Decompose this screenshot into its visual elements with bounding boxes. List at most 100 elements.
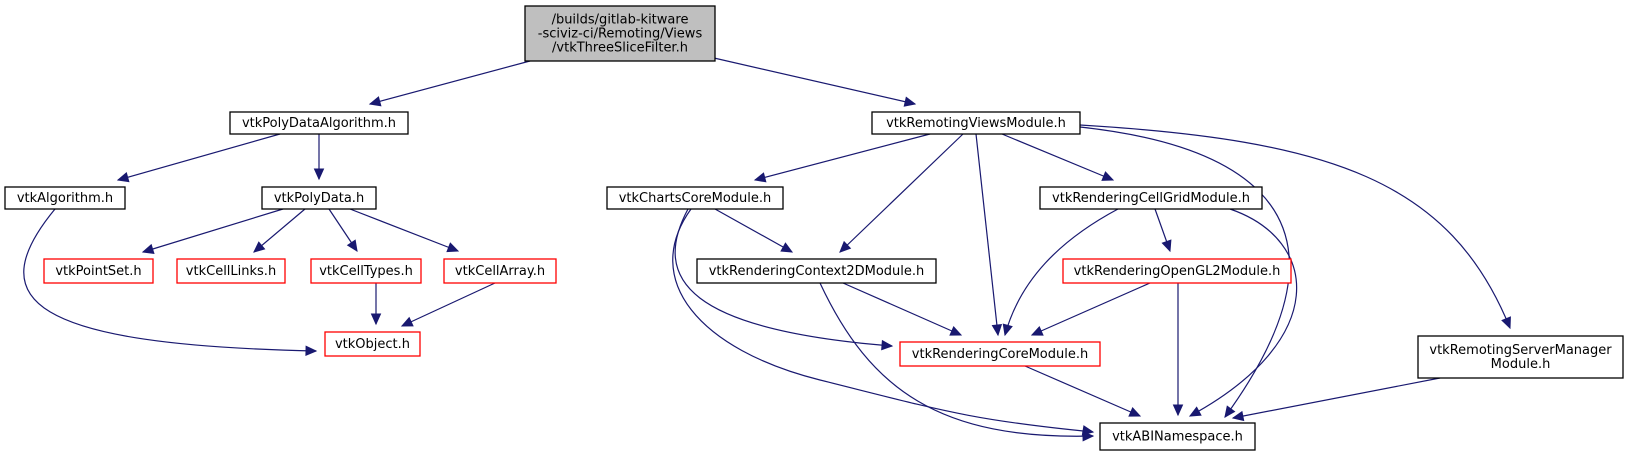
edge-line	[1189, 208, 1298, 417]
node-box	[1062, 258, 1292, 284]
edge-vtkRemotingViewsModule-to-vtkRenderingCoreModule	[975, 133, 1003, 337]
edge-arrowhead	[368, 96, 382, 107]
node-box	[261, 186, 377, 210]
node-vtkCellTypes[interactable]: vtkCellTypes.h	[310, 258, 422, 284]
node-vtkCellArray[interactable]: vtkCellArray.h	[443, 258, 557, 284]
edge-line	[369, 60, 531, 105]
node-label: /vtkThreeSliceFilter.h	[552, 41, 688, 56]
node-vtkPointSet[interactable]: vtkPointSet.h	[43, 258, 154, 284]
node-box	[310, 258, 422, 284]
node-box	[229, 111, 409, 135]
node-vtkCellLinks[interactable]: vtkCellLinks.h	[176, 258, 286, 284]
edge-arrowhead	[1188, 406, 1202, 417]
node-label: vtkAlgorithm.h	[17, 191, 113, 206]
edge-vtkRenderingCoreModule-to-vtkABINamespace	[1024, 365, 1142, 417]
node-box	[324, 331, 421, 357]
node-box	[606, 186, 784, 210]
node-label: vtkCellLinks.h	[186, 264, 276, 279]
edge-vtkRenderingContext2DModule-to-vtkRenderingCoreModule	[842, 282, 963, 336]
edge-vtkPolyData-to-vtkPointSet	[141, 208, 284, 254]
node-label: vtkPointSet.h	[55, 264, 141, 279]
node-box	[696, 258, 937, 284]
edge-vtkCellTypes-to-vtkObject	[370, 283, 382, 326]
edge-line	[142, 208, 284, 253]
node-box	[176, 258, 286, 284]
edge-line	[1232, 377, 1441, 419]
edge-arrowhead	[313, 168, 325, 181]
node-box	[1099, 422, 1256, 451]
edge-vtkPolyDataAlgorithm-to-vtkPolyData	[313, 134, 325, 181]
edge-arrowhead	[370, 313, 382, 326]
node-label: /builds/gitlab-kitware	[552, 13, 689, 28]
node-label: vtkRenderingOpenGL2Module.h	[1074, 264, 1281, 279]
node-vtkObject[interactable]: vtkObject.h	[324, 331, 421, 357]
edge-arrowhead	[116, 172, 130, 183]
node-box	[443, 258, 557, 284]
edge-arrowhead	[1082, 431, 1095, 442]
edge-vtkRenderingCellGridModule-to-vtkRenderingOpenGL2Module	[1154, 208, 1172, 253]
node-vtkRenderingCellGridModule[interactable]: vtkRenderingCellGridModule.h	[1039, 186, 1263, 210]
node-label: vtkRenderingContext2DModule.h	[709, 264, 925, 279]
edge-line	[1024, 365, 1141, 417]
node-vtkRenderingOpenGL2Module[interactable]: vtkRenderingOpenGL2Module.h	[1062, 258, 1292, 284]
edge-arrowhead	[839, 240, 852, 253]
edge-arrowhead	[400, 316, 414, 327]
node-vtkPolyDataAlgorithm[interactable]: vtkPolyDataAlgorithm.h	[229, 111, 409, 135]
edge-arrowhead	[253, 241, 266, 253]
edge-line	[23, 208, 317, 352]
node-box	[524, 5, 716, 62]
edge-arrowhead	[1172, 404, 1184, 417]
edge-root-to-vtkPolyDataAlgorithm	[368, 60, 531, 107]
node-vtkChartsCoreModule[interactable]: vtkChartsCoreModule.h	[606, 186, 784, 210]
node-label: vtkRenderingCellGridModule.h	[1052, 191, 1250, 206]
edge-arrowhead	[1224, 405, 1236, 418]
node-label: vtkRenderingCoreModule.h	[912, 347, 1088, 362]
node-vtkABINamespace[interactable]: vtkABINamespace.h	[1099, 422, 1256, 451]
edge-root-to-vtkRemotingViewsModule	[713, 57, 917, 107]
edge-line	[819, 282, 1094, 437]
edge-vtkRemotingViewsModule-to-vtkRenderingCellGridModule	[1001, 133, 1115, 181]
edge-arrowhead	[1002, 323, 1013, 337]
node-box	[4, 186, 126, 210]
edge-line	[714, 208, 793, 253]
node-box	[1417, 335, 1624, 379]
edge-arrowhead	[949, 325, 963, 336]
edge-vtkRemotingViewsModule-to-vtkChartsCoreModule	[753, 133, 931, 183]
node-vtkRemotingViewsModule[interactable]: vtkRemotingViewsModule.h	[871, 111, 1081, 135]
edge-line	[1031, 282, 1151, 336]
node-vtkAlgorithm[interactable]: vtkAlgorithm.h	[4, 186, 126, 210]
node-label: vtkPolyDataAlgorithm.h	[242, 116, 396, 131]
node-label: vtkChartsCoreModule.h	[619, 191, 772, 206]
edge-vtkRenderingOpenGL2Module-to-vtkRenderingCoreModule	[1030, 282, 1151, 336]
edge-vtkRenderingOpenGL2Module-to-vtkABINamespace	[1172, 283, 1184, 417]
edge-arrowhead	[881, 339, 894, 351]
edge-arrowhead	[780, 242, 794, 253]
edge-line	[1004, 208, 1119, 336]
edge-vtkPolyDataAlgorithm-to-vtkAlgorithm	[116, 133, 281, 183]
node-box	[871, 111, 1081, 135]
edge-vtkPolyData-to-vtkCellArray	[349, 208, 460, 253]
node-box	[899, 341, 1101, 367]
edge-arrowhead	[1231, 410, 1245, 422]
edge-line	[672, 208, 1094, 433]
edge-arrowhead	[991, 323, 1003, 337]
node-label: Module.h	[1491, 357, 1551, 372]
edge-arrowhead	[346, 239, 358, 253]
edge-arrowhead	[446, 242, 460, 253]
edge-arrowhead	[1101, 171, 1115, 181]
edge-vtkRenderingCellGridModule-to-vtkRenderingCoreModule	[1002, 208, 1119, 337]
edge-line	[754, 133, 931, 181]
node-label: vtkRemotingServerManager	[1429, 343, 1612, 358]
edge-line	[401, 282, 496, 327]
edge-line	[713, 57, 916, 105]
node-vtkPolyData[interactable]: vtkPolyData.h	[261, 186, 377, 210]
edges-layer	[23, 57, 1511, 442]
node-root[interactable]: /builds/gitlab-kitware-sciviz-ci/Remotin…	[524, 5, 716, 62]
edge-vtkPolyData-to-vtkCellLinks	[253, 208, 306, 253]
edge-arrowhead	[753, 172, 767, 183]
node-vtkRenderingCoreModule[interactable]: vtkRenderingCoreModule.h	[899, 341, 1101, 367]
node-vtkRenderingContext2DModule[interactable]: vtkRenderingContext2DModule.h	[696, 258, 937, 284]
edge-line	[1001, 133, 1114, 181]
